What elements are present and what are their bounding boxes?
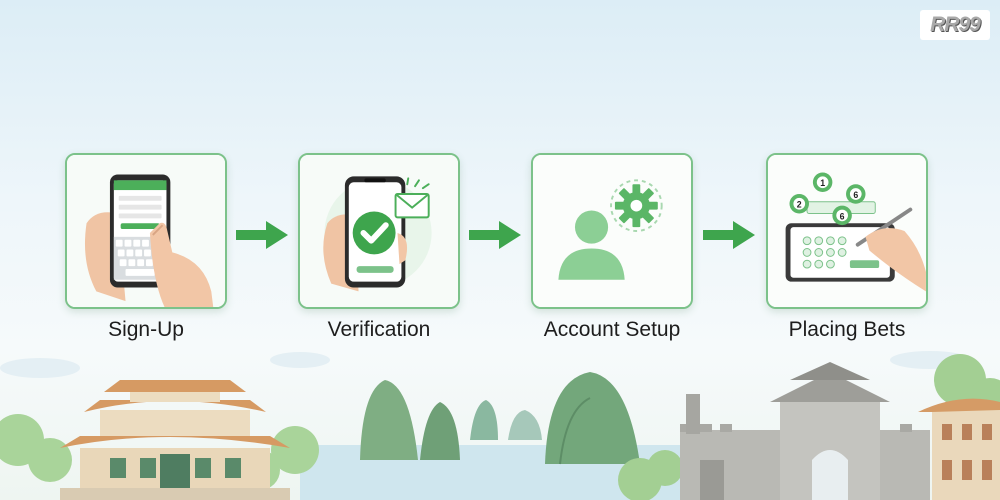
karst-landmark	[360, 372, 640, 465]
step-card-placing-bets: 1 6 2 6	[766, 153, 928, 309]
pagoda-landmark	[918, 398, 1000, 500]
lottery-ball: 6	[832, 205, 852, 226]
step-card-signup	[65, 153, 227, 309]
phone-signup-icon	[67, 155, 225, 307]
temple-landmark	[60, 380, 290, 500]
step-label-account-setup: Account Setup	[543, 318, 681, 341]
step-label-signup: Sign-Up	[108, 318, 184, 341]
user-gear-icon	[533, 155, 691, 307]
svg-text:2: 2	[797, 200, 802, 210]
arrow-right-icon	[469, 221, 521, 249]
lottery-ball: 6	[846, 184, 866, 204]
step-label-placing-bets: Placing Bets	[788, 318, 906, 341]
lottery-ball: 1	[812, 172, 833, 193]
brand-logo-text: RR99	[930, 13, 981, 36]
svg-text:6: 6	[840, 211, 845, 221]
tablet-lottery-icon: 1 6 2 6	[768, 155, 926, 307]
citadel-landmark	[680, 362, 930, 500]
step-card-verification	[298, 153, 460, 309]
svg-text:6: 6	[853, 190, 858, 200]
arrow-right-icon	[236, 221, 288, 249]
step-label-verification: Verification	[327, 318, 431, 341]
brand-logo: RR99	[920, 10, 990, 40]
lottery-ball: 2	[789, 193, 809, 214]
step-card-account-setup	[531, 153, 693, 309]
svg-text:1: 1	[820, 178, 825, 188]
landmark-scenery	[0, 351, 1000, 500]
arrow-right-icon	[703, 221, 755, 249]
phone-verified-icon	[300, 155, 458, 307]
